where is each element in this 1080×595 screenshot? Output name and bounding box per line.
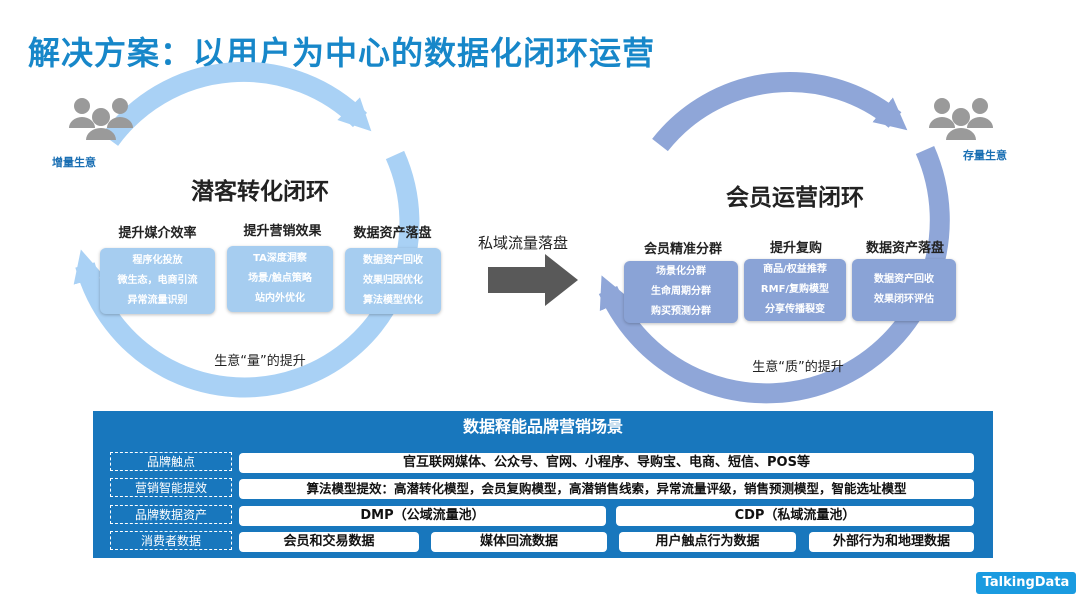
card-item: 站内外优化 [255,293,305,304]
card-item: 生命周期分群 [651,286,711,297]
user-touchpoint-behavior-cell: 用户触点行为数据 [619,532,796,552]
cdp-cell: CDP（私域流量池） [616,506,974,526]
card-item: 异常流量识别 [127,295,188,306]
card-item: 分享传播裂变 [765,304,825,315]
algorithm-models-cell: 算法模型提效：高潜转化模型，会员复购模型，高潜销售线索，异常流量评级，销售预测模… [239,479,974,499]
left-col-head-2: 提升营销效果 [243,224,322,239]
right-col-head-1: 会员精准分群 [643,242,722,257]
card-item: 微生态，电商引流 [117,275,198,286]
card-item: 商品/权益推荐 [763,264,827,275]
middle-arrow-shape [488,254,578,306]
dmp-cell: DMP（公域流量池） [239,506,606,526]
row-label-consumer-data: 消费者数据 [110,531,232,550]
stock-business-label: 存量生意 [963,149,1007,162]
card-item: 数据资产回收 [874,274,934,285]
right-loop-title: 会员运营闭环 [726,185,864,211]
card-item: 效果归因优化 [363,275,423,286]
right-card-2: 商品/权益推荐 RMF/复购模型 分享传播裂变 [744,259,846,321]
middle-arrow-label: 私域流量落盘 [478,234,569,252]
external-behavior-geo-cell: 外部行为和地理数据 [809,532,974,552]
people-icon-left [69,98,133,140]
card-item: RMF/复购模型 [760,284,830,295]
left-loop-arc-top [101,61,372,146]
left-card-1: 程序化投放 微生态，电商引流 异常流量识别 [100,248,215,314]
left-card-3: 数据资产回收 效果归因优化 算法模型优化 [345,248,441,314]
card-item: 购买预测分群 [651,306,711,317]
page-title: 解决方案：以用户为中心的数据化闭环运营 [28,34,656,72]
increment-business-label: 增量生意 [52,156,96,169]
media-return-data-cell: 媒体回流数据 [431,532,607,552]
card-item: TA深度洞察 [253,253,307,264]
right-loop-arc-top [652,72,908,152]
left-card-2: TA深度洞察 场景/触点策略 站内外优化 [227,246,333,312]
member-transaction-data-cell: 会员和交易数据 [239,532,419,552]
right-loop-caption: 生意“质”的提升 [752,360,844,375]
left-col-head-1: 提升媒介效率 [118,226,197,241]
right-card-3: 数据资产回收 效果闭环评估 [852,259,956,321]
panel-title: 数据释能品牌营销场景 [462,417,623,436]
people-icon-right [929,98,993,140]
left-loop-caption: 生意“量”的提升 [214,354,306,369]
card-item: 场景化分群 [656,266,706,277]
right-loop-arc-body [598,145,950,404]
row-label-marketing-intelligence: 营销智能提效 [110,478,232,497]
card-item: 数据资产回收 [363,255,423,266]
card-item: 算法模型优化 [363,295,423,306]
right-card-1: 场景化分群 生命周期分群 购买预测分群 [624,261,738,323]
left-col-head-3: 数据资产落盘 [353,226,432,241]
card-item: 效果闭环评估 [874,294,934,305]
row-label-brand-touchpoints: 品牌触点 [110,452,232,471]
left-loop-title: 潜客转化闭环 [191,179,329,205]
left-loop-arc-body [73,150,420,398]
row-label-brand-data-assets: 品牌数据资产 [110,505,232,524]
card-item: 场景/触点策略 [248,273,312,284]
talkingdata-logo: TalkingData [976,572,1076,594]
right-col-head-3: 数据资产落盘 [865,241,944,256]
right-col-head-2: 提升复购 [769,241,822,256]
scenario-panel: 数据释能品牌营销场景 品牌触点 官互联网媒体、公众号、官网、小程序、导购宝、电商… [93,411,993,558]
card-item: 程序化投放 [132,255,183,266]
touchpoints-cell: 官互联网媒体、公众号、官网、小程序、导购宝、电商、短信、POS等 [239,453,974,473]
